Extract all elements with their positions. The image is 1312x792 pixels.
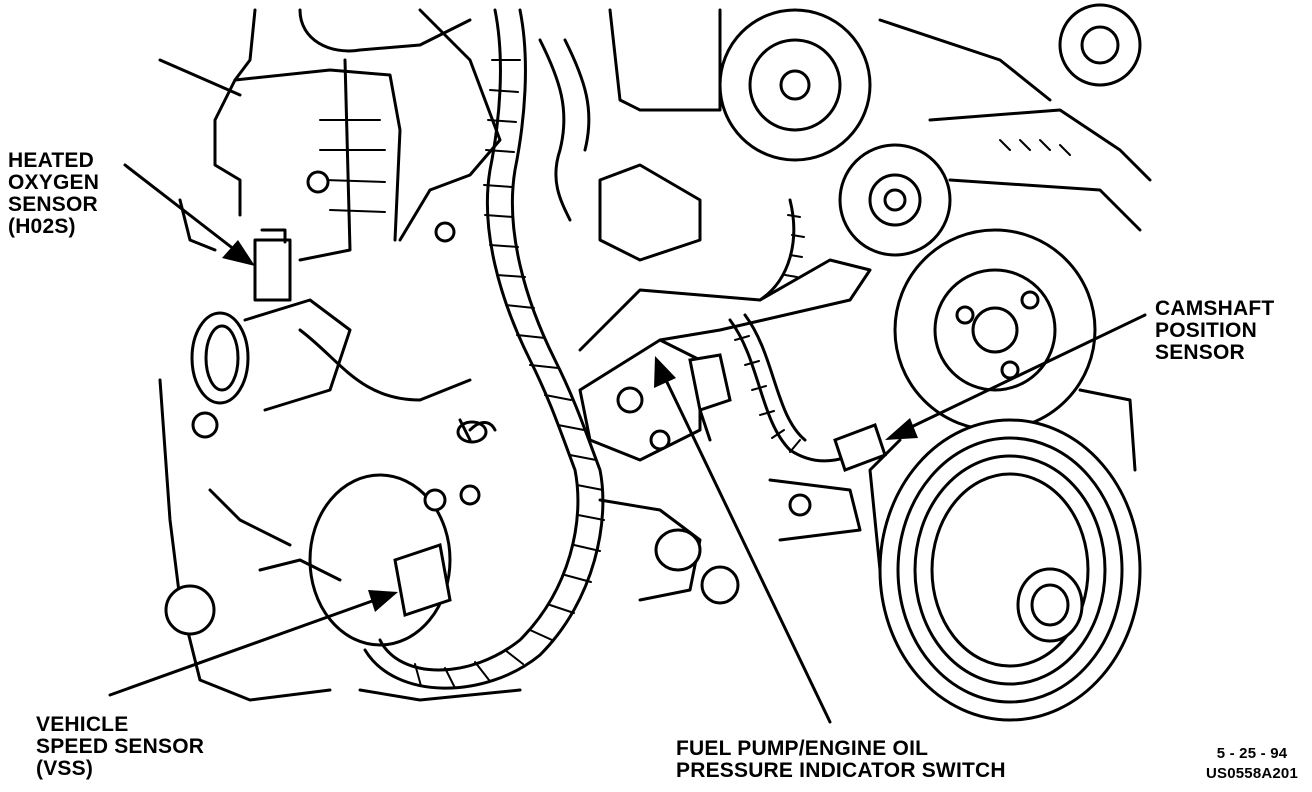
upper-pulleys [718, 3, 1152, 257]
camshaft-label: CAMSHAFT POSITION SENSOR [1155, 298, 1274, 364]
ho2s-line-1: HEATED [8, 149, 94, 172]
wiring-conduit [363, 8, 605, 690]
oil-pressure-switch-body [688, 353, 732, 442]
crankshaft-pulley [868, 418, 1142, 722]
camshaft-leader [903, 313, 1147, 432]
water-pump [893, 228, 1137, 472]
vss-leader [108, 598, 377, 697]
camshaft-line-3: SENSOR [1155, 341, 1245, 364]
sensor-harness [728, 198, 887, 542]
figure-code: US0558A201 [1205, 765, 1299, 782]
exhaust-manifold [158, 8, 502, 302]
vss-line-3: (VSS) [36, 757, 94, 780]
fuel-pump-line-2: PRESSURE INDICATOR SWITCH [676, 759, 1006, 782]
vss-line-2: SPEED SENSOR [36, 735, 205, 758]
fuel-pump-label: FUEL PUMP/ENGINE OIL PRESSURE INDICATOR … [676, 738, 1006, 782]
leader-arrows [108, 163, 1147, 724]
camshaft-arrowhead [885, 418, 918, 440]
fuel-pump-leader [663, 376, 832, 724]
ho2s-arrowhead [222, 240, 255, 266]
mounting-bracket [578, 8, 872, 462]
vss-line-1: VEHICLE [36, 713, 129, 736]
fuel-pump-arrowhead [654, 356, 676, 388]
transaxle-housing [158, 378, 740, 702]
vss-label: VEHICLE SPEED SENSOR (VSS) [36, 714, 204, 780]
exhaust-pipe-flange [190, 298, 472, 412]
camshaft-line-2: POSITION [1155, 319, 1257, 342]
camshaft-line-1: CAMSHAFT [1155, 297, 1275, 320]
ho2s-line-4: (H02S) [8, 215, 76, 238]
vss-arrowhead [368, 590, 398, 612]
ho2s-leader [123, 163, 237, 252]
fuel-pump-line-1: FUEL PUMP/ENGINE OIL [676, 737, 929, 760]
figure-id: 5 - 25 - 94 US0558A201 [1198, 744, 1306, 784]
ho2s-line-3: SENSOR [8, 193, 98, 216]
ho2s-line-2: OXYGEN [8, 171, 100, 194]
figure-date: 5 - 25 - 94 [1216, 745, 1288, 762]
ho2s-label: HEATED OXYGEN SENSOR (H02S) [8, 150, 99, 238]
